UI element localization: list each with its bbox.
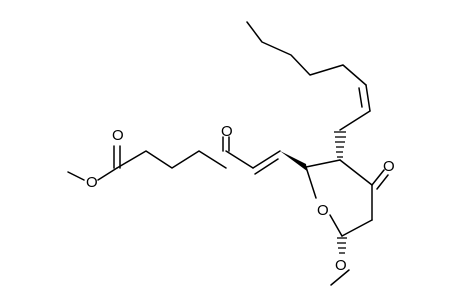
chain-bonds	[116, 150, 227, 169]
ring-bond-c2-c1	[305, 159, 341, 168]
ring-bond-c3-c2	[339, 159, 373, 186]
stereo-wedge-bond	[280, 151, 307, 171]
methoxy-hash-bond	[337, 237, 347, 254]
octenyl-tail-bonds	[246, 21, 367, 86]
methoxy-oxygen: O	[335, 257, 347, 274]
ketone-to-alkene-bond	[225, 150, 254, 169]
stereo-hash-bond	[334, 131, 346, 158]
octenyl-chain	[246, 21, 371, 131]
ring-bond-o-c5	[329, 214, 343, 237]
ring-ketone-oxygen: O	[383, 158, 395, 175]
methyl-ester-group	[67, 145, 121, 181]
ester-methyl-bond	[67, 171, 85, 181]
cis-alkene-bond-inner	[358, 87, 363, 108]
methoxy-methyl-bond	[330, 269, 350, 286]
ester-o-bond	[97, 167, 118, 181]
trans-alkene	[252, 150, 281, 175]
ester-carbonyl-oxygen: O	[112, 127, 124, 144]
cis-alkene-bond	[365, 84, 371, 112]
alkyl-chain	[116, 136, 254, 169]
ring-oxygen: O	[317, 202, 329, 219]
chain-ketone-oxygen: O	[221, 123, 233, 140]
octenyl-bond-1	[339, 110, 371, 131]
pyranone-ring	[305, 159, 389, 237]
ring-bond-c5-c4	[341, 219, 373, 237]
ring-ketone-bond-1	[371, 169, 385, 186]
ester-oxygen: O	[86, 174, 98, 191]
alkene-bond	[252, 150, 281, 169]
alkene-bond-inner	[254, 158, 279, 175]
ring-ketone-bond-2	[376, 174, 389, 190]
ring-bond-c1-o	[305, 166, 317, 199]
